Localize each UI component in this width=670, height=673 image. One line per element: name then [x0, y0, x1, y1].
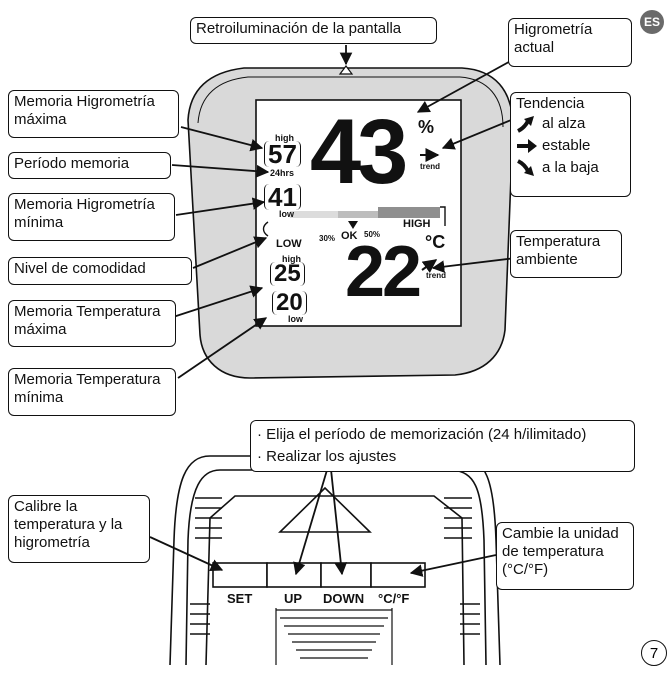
lcd-humidity-value: 43	[310, 101, 408, 203]
lcd-temp-min-label: low	[288, 314, 303, 324]
unit-button[interactable]	[370, 562, 426, 588]
callout-line: Memoria Temperatura	[14, 371, 161, 388]
lcd-temp-max: 25	[270, 262, 305, 286]
battery-grille	[275, 608, 393, 665]
trend-up-label: al alza	[542, 115, 586, 132]
callout-line: actual	[514, 39, 555, 56]
lcd-trend-label-2: trend	[426, 271, 446, 280]
bottom-callout-arrows	[149, 459, 497, 577]
lcd-humidity-unit: %	[418, 117, 435, 137]
set-button[interactable]	[212, 562, 268, 588]
lcd-comfort-low: LOW	[276, 238, 302, 250]
trend-down-label: a la baja	[542, 159, 599, 176]
callout-hygro-min: Memoria Higrometría mínima	[8, 193, 175, 241]
callout-hygro-current: Higrometría actual	[508, 18, 632, 67]
language-badge: ES	[640, 10, 664, 34]
callout-comfort-text: Nivel de comodidad	[14, 260, 146, 277]
callout-line: Calibre la	[14, 498, 78, 515]
lcd-comfort-high: HIGH	[403, 218, 431, 230]
callout-backlight: Retroiluminación de la pantalla	[190, 17, 437, 44]
lcd-hum-min-label: low	[279, 209, 294, 219]
lcd-comfort-ok: OK	[341, 230, 358, 242]
callout-hygro-max: Memoria Higrometría máxima	[8, 90, 179, 138]
unit-button-label: °C/°F	[378, 591, 410, 606]
trend-up-icon	[517, 116, 534, 133]
lcd-temp-max-label: high	[282, 254, 301, 264]
lcd-period-label: 24hrs	[270, 168, 295, 178]
down-button-label: DOWN	[323, 591, 365, 606]
callout-period: Período memoria	[8, 152, 171, 179]
callout-line: Memoria Higrometría	[14, 93, 155, 110]
callout-line: de temperatura	[502, 543, 604, 560]
up-button[interactable]	[266, 562, 322, 588]
lcd-temp-unit: °C	[425, 232, 446, 252]
callout-line: Memoria Temperatura	[14, 303, 161, 320]
callout-period-text: Período memoria	[14, 155, 130, 172]
callout-backlight-text: Retroiluminación de la pantalla	[196, 20, 402, 37]
callout-line: Higrometría	[514, 21, 593, 38]
callout-temp-max: Memoria Temperatura máxima	[8, 300, 176, 347]
lcd-trend-label: trend	[420, 162, 440, 171]
lcd-hum-min: 41	[264, 184, 301, 210]
callout-line: Temperatura	[516, 233, 601, 250]
callout-unit: Cambie la unidad de temperatura (°C/°F)	[496, 522, 634, 590]
lcd-temp-min: 20	[272, 291, 307, 315]
trend-stable-row: estable	[516, 135, 625, 157]
trend-stable-arrow-icon	[517, 139, 537, 153]
trend-up-row: al alza	[516, 113, 625, 135]
comfort-bar	[262, 206, 446, 237]
callout-line: Memoria Higrometría	[14, 196, 155, 213]
callout-line: ambiente	[516, 251, 578, 268]
trend-stable-label: estable	[542, 137, 591, 154]
callout-line: · Elija el período de memorización (24 h…	[257, 426, 587, 443]
callout-line: Cambie la unidad	[502, 525, 619, 542]
callout-calibrate: Calibre la temperatura y la higrometría	[8, 495, 150, 563]
lcd-comfort-30: 30%	[319, 234, 336, 243]
button-row	[212, 562, 426, 588]
callout-temp-min: Memoria Temperatura mínima	[8, 368, 176, 416]
callout-line: temperatura y la	[14, 516, 123, 533]
lcd-comfort-50: 50%	[364, 230, 381, 239]
callout-line: mínima	[14, 389, 64, 406]
callout-line: máxima	[14, 111, 67, 128]
page-number: 7	[641, 640, 667, 666]
callout-comfort: Nivel de comodidad	[8, 257, 192, 285]
callout-arrows	[169, 45, 517, 379]
lcd-hum-max: 57	[264, 141, 301, 167]
callout-temp-ambient: Temperatura ambiente	[510, 230, 622, 278]
callout-trend: Tendencia al alza estable a la baja	[510, 92, 631, 197]
trend-down-row: a la baja	[516, 157, 625, 179]
callout-updown: · Elija el período de memorización (24 h…	[250, 420, 635, 472]
down-button[interactable]	[320, 562, 372, 588]
callout-line: (°C/°F)	[502, 561, 549, 578]
comfort-pointer-icon	[348, 221, 358, 229]
callout-trend-title: Tendencia	[516, 95, 585, 112]
callout-line: máxima	[14, 321, 67, 338]
callout-line: higrometría	[14, 534, 90, 551]
callout-line: mínima	[14, 214, 64, 231]
backlight-button[interactable]	[338, 65, 354, 75]
trend-down-icon	[517, 159, 534, 176]
stand-triangle-icon	[278, 486, 372, 533]
set-button-label: SET	[227, 591, 253, 606]
lcd-hum-max-label: high	[275, 133, 294, 143]
callout-line: · Realizar los ajustes	[257, 448, 397, 465]
lcd-temperature-value: 22	[345, 232, 422, 312]
up-button-label: UP	[284, 591, 303, 606]
